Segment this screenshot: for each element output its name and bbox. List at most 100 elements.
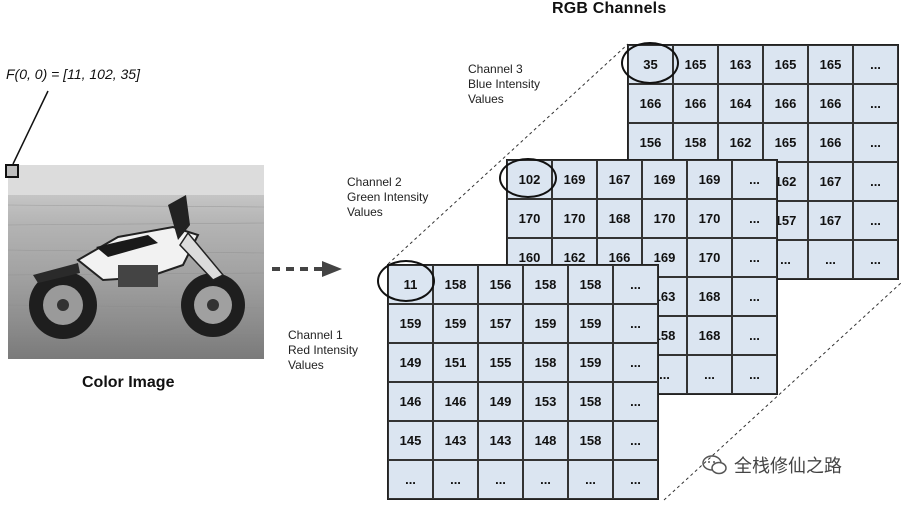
perspective-line-top	[387, 43, 629, 265]
red-cell: ...	[388, 460, 433, 499]
green-cell: ...	[732, 238, 777, 277]
red-cell: 146	[433, 382, 478, 421]
blue-cell: 165	[763, 123, 808, 162]
red-cell: ...	[433, 460, 478, 499]
blue-cell: 167	[808, 162, 853, 201]
red-cell: 158	[568, 265, 613, 304]
green-cell: ...	[732, 199, 777, 238]
image-caption: Color Image	[82, 374, 175, 391]
blue-cell: 165	[673, 45, 718, 84]
red-cell: 143	[478, 421, 523, 460]
pixel-formula: F(0, 0) = [11, 102, 35]	[6, 66, 140, 82]
red-cell: 148	[523, 421, 568, 460]
red-cell: 159	[433, 304, 478, 343]
blue-cell: 164	[718, 84, 763, 123]
blue-cell: 166	[808, 84, 853, 123]
channel-3-desc: Blue Intensity	[468, 77, 541, 91]
blue-cell: 162	[718, 123, 763, 162]
green-cell: 170	[687, 199, 732, 238]
channel-3-name: Channel 3	[468, 62, 523, 76]
pixel-marker	[5, 164, 19, 178]
red-cell: 153	[523, 382, 568, 421]
red-cell: 158	[523, 343, 568, 382]
red-cell: 159	[568, 343, 613, 382]
red-cell: 143	[433, 421, 478, 460]
blue-cell: ...	[853, 240, 898, 279]
green-cell: 168	[597, 199, 642, 238]
blue-cell: ...	[853, 162, 898, 201]
red-cell: ...	[613, 343, 658, 382]
green-cell: 167	[597, 160, 642, 199]
channel-3-values: Values	[468, 92, 504, 106]
green-origin-highlight	[499, 158, 557, 198]
red-cell: 159	[523, 304, 568, 343]
green-cell: 169	[642, 160, 687, 199]
red-cell: 146	[388, 382, 433, 421]
green-cell: ...	[732, 160, 777, 199]
red-cell: ...	[613, 460, 658, 499]
green-cell: 168	[687, 316, 732, 355]
red-cell: 158	[523, 265, 568, 304]
green-cell: 169	[687, 160, 732, 199]
blue-cell: ...	[853, 45, 898, 84]
blue-cell: ...	[808, 240, 853, 279]
channel-1-label: Channel 1 Red Intensity Values	[288, 328, 358, 373]
red-cell: 145	[388, 421, 433, 460]
red-cell: ...	[523, 460, 568, 499]
red-cell: 159	[388, 304, 433, 343]
wechat-icon	[702, 455, 727, 475]
green-cell: 170	[507, 199, 552, 238]
green-cell: ...	[732, 316, 777, 355]
red-cell: 151	[433, 343, 478, 382]
red-cell: ...	[613, 421, 658, 460]
red-cell: 149	[388, 343, 433, 382]
green-cell: 168	[687, 277, 732, 316]
dashed-arrow-icon	[272, 261, 342, 277]
red-cell: ...	[613, 265, 658, 304]
red-cell: 158	[568, 421, 613, 460]
channel-2-desc: Green Intensity	[347, 190, 429, 204]
blue-cell: 165	[808, 45, 853, 84]
green-cell: 170	[552, 199, 597, 238]
green-cell: ...	[687, 355, 732, 394]
red-cell: 157	[478, 304, 523, 343]
watermark: 全栈修仙之路	[702, 452, 842, 478]
red-cell: 159	[568, 304, 613, 343]
red-cell: 158	[568, 382, 613, 421]
blue-cell: 166	[628, 84, 673, 123]
green-cell: ...	[732, 355, 777, 394]
blue-cell: 166	[763, 84, 808, 123]
channel-1-values: Values	[288, 358, 324, 372]
blue-cell: 167	[808, 201, 853, 240]
channel-1-name: Channel 1	[288, 328, 343, 342]
blue-cell: 156	[628, 123, 673, 162]
red-cell: 156	[478, 265, 523, 304]
red-cell: ...	[613, 304, 658, 343]
red-cell: ...	[478, 460, 523, 499]
green-cell: 169	[552, 160, 597, 199]
red-origin-highlight	[377, 260, 435, 302]
red-cell: ...	[568, 460, 613, 499]
green-cell: 170	[687, 238, 732, 277]
channel-1-desc: Red Intensity	[288, 343, 359, 357]
green-cell: 170	[642, 199, 687, 238]
red-cell: ...	[613, 382, 658, 421]
channel-2-name: Channel 2	[347, 175, 402, 189]
blue-cell: ...	[853, 84, 898, 123]
blue-cell: 165	[763, 45, 808, 84]
red-cell: 155	[478, 343, 523, 382]
blue-cell: 158	[673, 123, 718, 162]
diagram-title: RGB Channels	[552, 0, 667, 17]
motorcycle-image	[8, 165, 264, 359]
blue-cell: 162	[763, 162, 808, 201]
channel-3-label: Channel 3 Blue Intensity Values	[468, 62, 540, 107]
blue-cell: 166	[673, 84, 718, 123]
pixel-pointer-line	[12, 90, 49, 165]
blue-cell: ...	[853, 201, 898, 240]
watermark-text: 全栈修仙之路	[734, 456, 842, 476]
channel-2-label: Channel 2 Green Intensity Values	[347, 175, 428, 220]
blue-origin-highlight	[621, 42, 679, 84]
channel-2-values: Values	[347, 205, 383, 219]
